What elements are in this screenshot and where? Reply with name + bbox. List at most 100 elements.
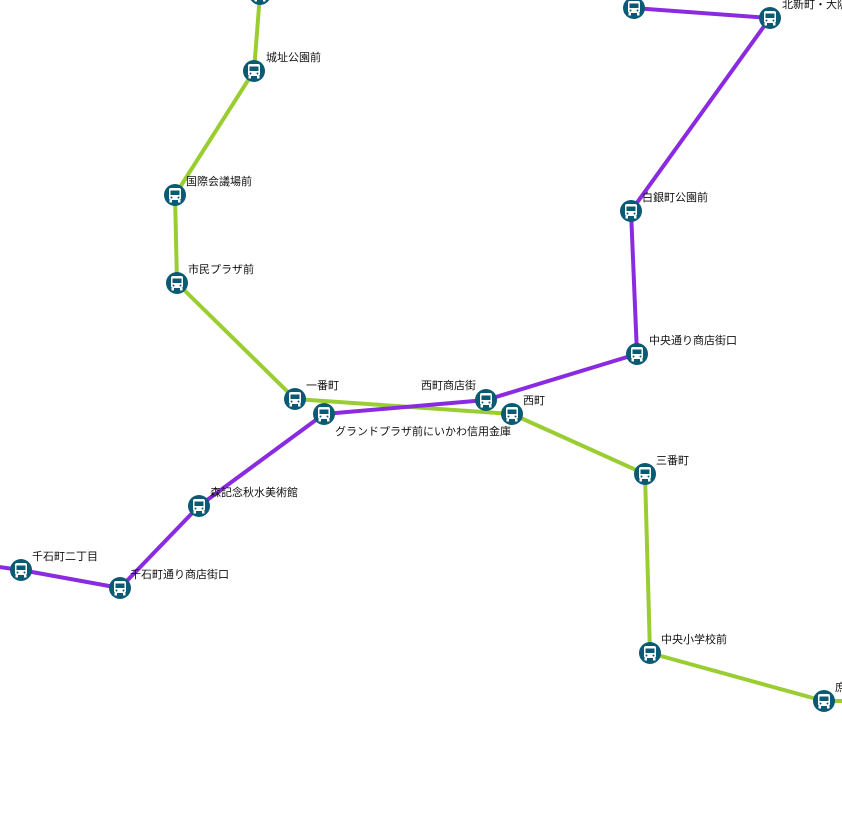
bus-stop-sanbancho[interactable]: 三番町 [634, 454, 689, 485]
bus-wheel [327, 419, 330, 422]
bus-window [16, 565, 26, 570]
stop-label: 城址公園前 [266, 50, 321, 64]
bus-window [629, 3, 639, 8]
bus-wheel [644, 658, 647, 661]
stop-label: 千石町二丁目 [32, 550, 98, 563]
bus-icon [109, 577, 131, 599]
bus-headlight [179, 284, 182, 287]
bus-icon [10, 559, 32, 581]
bus-stop-gr-top[interactable] [249, 0, 271, 5]
bus-headlight [772, 19, 775, 22]
bus-headlight [249, 72, 252, 75]
bus-headlight [633, 212, 636, 215]
bus-wheel [653, 658, 656, 661]
bus-stop-sengokumachi-2[interactable]: 千石町二丁目 [10, 550, 98, 581]
bus-wheel [193, 511, 196, 514]
stop-label: 三番町 [656, 454, 689, 467]
bus-icon [620, 200, 642, 222]
bus-icon [243, 60, 265, 82]
bus-wheel [171, 288, 174, 291]
bus-wheel [506, 419, 509, 422]
bus-icon [639, 642, 661, 664]
bus-headlight [177, 196, 180, 199]
bus-window [645, 648, 655, 653]
bus-wheel [318, 419, 321, 422]
bus-window [249, 66, 259, 71]
bus-headlight [826, 702, 829, 705]
bus-window [640, 469, 650, 474]
bus-window [626, 206, 636, 211]
bus-headlight [326, 415, 329, 418]
bus-icon [166, 272, 188, 294]
bus-wheel [764, 23, 767, 26]
bus-wheel [628, 13, 631, 16]
bus-headlight [507, 415, 510, 418]
bus-wheel [818, 706, 821, 709]
bus-wheel [257, 76, 260, 79]
bus-headlight [481, 401, 484, 404]
bus-stop-chuo-dori-shotengai-guchi[interactable]: 中央通り商店街口 [626, 333, 737, 365]
bus-headlight [23, 571, 26, 574]
bus-wheel [254, 0, 257, 2]
bus-stop-nishimachi[interactable]: 西町 [501, 394, 545, 425]
bus-headlight [201, 507, 204, 510]
bus-icon [813, 690, 835, 712]
bus-stop-nishimachi-shotengai[interactable]: 西町商店街 [421, 378, 497, 411]
bus-wheel [827, 706, 830, 709]
bus-headlight [16, 571, 19, 574]
purple-route-line [0, 6, 772, 590]
bus-stop-top-purple-stop[interactable] [623, 0, 645, 19]
bus-wheel [773, 23, 776, 26]
bus-headlight [652, 654, 655, 657]
bus-headlight [488, 401, 491, 404]
bus-stop-ichibancho[interactable]: 一番町 [284, 379, 339, 410]
bus-stop-joshi-koen-mae[interactable]: 城址公園前 [243, 50, 321, 82]
bus-wheel [648, 479, 651, 482]
bus-wheel [515, 419, 518, 422]
bus-window [170, 190, 180, 195]
bus-window [172, 278, 182, 283]
bus-wheel [640, 359, 643, 362]
bus-window [819, 696, 829, 701]
bus-wheel [15, 575, 18, 578]
bus-stop-chuo-shogakko-mae[interactable]: 中央小学校前 [639, 632, 727, 664]
bus-icon [188, 495, 210, 517]
bus-headlight [639, 355, 642, 358]
stop-label: 中央小学校前 [661, 632, 727, 646]
bus-wheel [637, 13, 640, 16]
bus-headlight [297, 400, 300, 403]
bus-stop-mori-kinen-museum[interactable]: 森記念秋水美術館 [188, 485, 298, 517]
bus-stop-sengokumachi-dori[interactable]: 千石町通り商店街口 [109, 567, 229, 599]
bus-headlight [765, 19, 768, 22]
bus-stop-grand-plaza-mae[interactable]: グランドプラザ前にいかわ信用金庫 [313, 403, 511, 438]
bus-window [481, 395, 491, 400]
bus-wheel [289, 404, 292, 407]
bus-wheel [639, 479, 642, 482]
bus-headlight [170, 196, 173, 199]
stop-label: 国際会議場前 [186, 174, 252, 188]
bus-window [290, 394, 300, 399]
bus-stop-right-edge-stop[interactable]: 庶 [813, 680, 842, 712]
bus-headlight [647, 475, 650, 478]
bus-headlight [645, 654, 648, 657]
bus-stop-kokusai-kaigijo-mae[interactable]: 国際会議場前 [164, 174, 252, 206]
stop-label: グランドプラザ前にいかわ信用金庫 [335, 424, 511, 438]
bus-stop-kitashinmachi[interactable]: 北新町・大阪 [759, 0, 842, 29]
bus-headlight [290, 400, 293, 403]
bus-icon [501, 403, 523, 425]
bus-wheel [178, 200, 181, 203]
bus-icon [759, 7, 781, 29]
bus-window [319, 409, 329, 414]
stop-label: 西町 [523, 394, 545, 407]
stop-label: 森記念秋水美術館 [210, 485, 298, 499]
bus-headlight [115, 589, 118, 592]
bus-wheel [169, 200, 172, 203]
bus-stop-shiroganecho-koen-mae[interactable]: 白銀町公園前 [620, 190, 708, 222]
bus-headlight [636, 9, 639, 12]
bus-headlight [640, 475, 643, 478]
bus-icon [284, 388, 306, 410]
bus-stop-shimin-plaza-mae[interactable]: 市民プラザ前 [166, 262, 254, 294]
